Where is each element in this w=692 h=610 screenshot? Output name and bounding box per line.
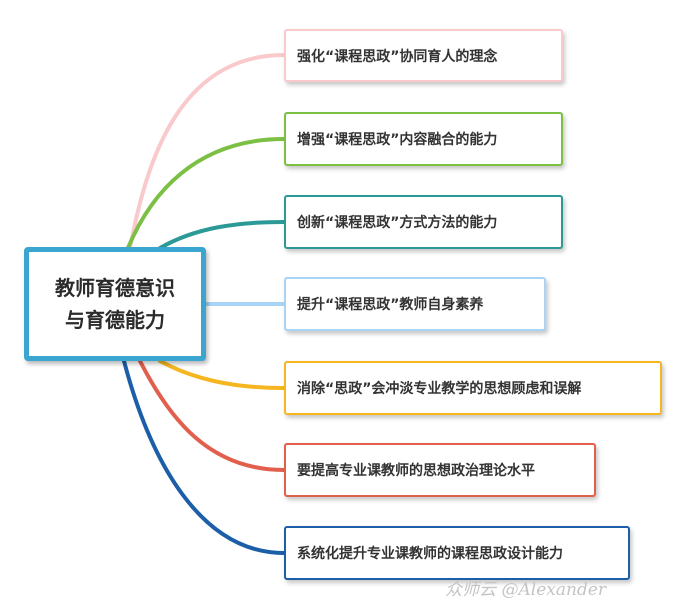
branch-label-5: 消除“思政”会冲淡专业教学的思想顾虑和误解 <box>297 381 582 397</box>
branch-label-6: 要提高专业课教师的思想政治理论水平 <box>297 463 535 479</box>
connector-line-2 <box>126 137 286 250</box>
connector-line-1 <box>128 53 286 250</box>
branch-label-4: 提升“课程思政”教师自身素养 <box>297 297 484 313</box>
branch-node-6[interactable]: 要提高专业课教师的思想政治理论水平 <box>284 443 596 497</box>
central-topic-text: 教师育德意识 与育德能力 <box>40 272 190 336</box>
branch-label-7: 系统化提升专业课教师的课程思政设计能力 <box>297 546 563 562</box>
branch-node-3[interactable]: 创新“课程思政”方式方法的能力 <box>284 195 563 249</box>
connector-line-6 <box>138 359 286 472</box>
branch-node-4[interactable]: 提升“课程思政”教师自身素养 <box>284 277 546 331</box>
watermark: 众师云 @Alexander <box>445 580 606 600</box>
central-topic-line-2: 与育德能力 <box>65 308 165 332</box>
branch-label-1: 强化“课程思政”协同育人的理念 <box>297 48 498 65</box>
branch-label-2: 增强“课程思政”内容融合的能力 <box>297 132 498 148</box>
branch-node-7[interactable]: 系统化提升专业课教师的课程思政设计能力 <box>284 526 630 580</box>
branch-label-3: 创新“课程思政”方式方法的能力 <box>297 215 498 231</box>
branch-node-5[interactable]: 消除“思政”会冲淡专业教学的思想顾虑和误解 <box>284 361 662 415</box>
branch-node-2[interactable]: 增强“课程思政”内容融合的能力 <box>284 112 563 166</box>
central-topic[interactable]: 教师育德意识 与育德能力 <box>24 247 206 361</box>
connector-line-5 <box>158 359 286 390</box>
branch-node-1[interactable]: 强化“课程思政”协同育人的理念 <box>284 29 563 82</box>
connector-line-3 <box>158 220 286 250</box>
central-topic-line-1: 教师育德意识 <box>55 276 175 300</box>
connector-line-7 <box>122 359 286 555</box>
